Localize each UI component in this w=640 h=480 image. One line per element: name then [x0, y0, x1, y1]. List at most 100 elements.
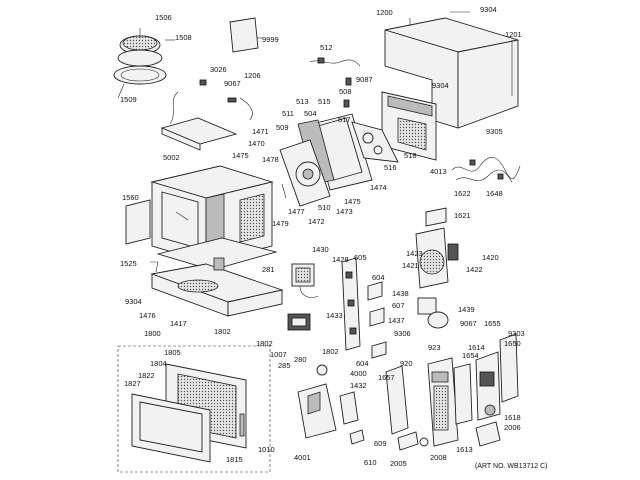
part-number-label: 1432	[350, 381, 367, 390]
part-number-label: 510	[318, 203, 331, 212]
door-frame-parts	[297, 113, 399, 191]
part-number-label: 504	[304, 109, 317, 118]
vertical-bracket-605	[341, 257, 387, 359]
part-number-label: 609	[374, 439, 387, 448]
part-number-label: 280	[294, 355, 307, 364]
part-number-label: 9306	[394, 329, 411, 338]
part-number-label: 3026	[210, 65, 227, 74]
part-number-label: 1618	[504, 413, 521, 422]
part-number-label: 517	[338, 115, 351, 124]
part-number-label: 1201	[505, 30, 522, 39]
part-number-label: 1479	[272, 219, 289, 228]
part-number-label: 9303	[508, 329, 525, 338]
transformer	[291, 263, 319, 298]
magnetron	[415, 207, 459, 289]
part-number-label: 1621	[454, 211, 471, 220]
part-number-label: 1815	[226, 455, 243, 464]
part-number-label: 1422	[466, 265, 483, 274]
turntable-assembly	[113, 28, 175, 99]
part-number-label: 9087	[356, 75, 373, 84]
part-number-label: 605	[354, 253, 367, 262]
part-number-label: 1200	[376, 8, 393, 17]
part-number-label: 1802	[256, 339, 273, 348]
part-number-label: 1438	[392, 289, 409, 298]
wire-harness-512	[309, 57, 361, 108]
part-number-label: 610	[364, 458, 377, 467]
part-number-label: 9304	[480, 5, 497, 14]
part-number-label: 1477	[288, 207, 305, 216]
part-number-label: 1473	[336, 207, 353, 216]
part-number-label: 1433	[326, 311, 343, 320]
part-number-label: 1650	[504, 339, 521, 348]
part-number-label: 1802	[214, 327, 231, 336]
part-number-label: 1423	[406, 249, 423, 258]
part-number-label: 1655	[484, 319, 501, 328]
part-number-label: 1474	[370, 183, 387, 192]
part-number-label: 511	[282, 109, 294, 118]
part-number-label: 9305	[486, 127, 503, 136]
part-number-label: 4001	[294, 453, 311, 462]
door-assembly-box	[117, 345, 271, 473]
part-number-label: 509	[276, 123, 289, 132]
wire-bundle-1648	[451, 157, 521, 183]
part-number-label: 1827	[124, 379, 141, 388]
part-number-label: 508	[339, 87, 352, 96]
control-box-4000	[297, 364, 365, 445]
part-number-label: 9067	[224, 79, 241, 88]
part-number-label: 1800	[144, 329, 161, 338]
fan-motor-1439	[417, 297, 449, 329]
rear-panel	[381, 91, 437, 161]
part-number-label: 1475	[344, 197, 361, 206]
part-number-label: 1428	[332, 255, 349, 264]
part-number-label: 1476	[139, 311, 156, 320]
art-number: (ART NO. WB13712 C)	[475, 463, 548, 470]
part-number-label: 1478	[262, 155, 279, 164]
part-number-label: 1007	[270, 350, 287, 359]
part-number-label: 1613	[456, 445, 473, 454]
part-number-label: 1430	[312, 245, 329, 254]
part-number-label: 607	[392, 301, 405, 310]
part-number-label: 515	[318, 97, 331, 106]
label-sheet-9999	[229, 17, 263, 53]
part-number-label: 9067	[460, 319, 477, 328]
oven-cavity-chassis	[150, 165, 278, 271]
outer-case	[384, 11, 519, 129]
part-number-label: 1417	[170, 319, 187, 328]
part-number-label: 1525	[120, 259, 137, 268]
part-number-label: 1475	[232, 151, 249, 160]
part-number-label: 604	[372, 273, 385, 282]
part-number-label: 281	[262, 265, 275, 274]
part-number-label: 1622	[454, 189, 471, 198]
part-number-label: 516	[384, 163, 397, 172]
part-number-label: 1802	[322, 347, 339, 356]
part-number-label: 1437	[388, 316, 405, 325]
part-number-label: 920	[400, 359, 413, 368]
part-number-label: 1822	[138, 371, 155, 380]
part-number-label: 2006	[504, 423, 521, 432]
part-number-label: 4013	[430, 167, 447, 176]
part-number-label: 1206	[244, 71, 261, 80]
control-panel-frame	[385, 357, 473, 447]
part-number-label: 1648	[486, 189, 503, 198]
part-number-label: 1508	[175, 33, 192, 42]
part-number-label: 1805	[164, 348, 181, 357]
part-number-label: 1420	[482, 253, 499, 262]
part-number-label: 1471	[252, 127, 269, 136]
fan-motor-bracket	[279, 139, 331, 207]
knob-parts	[397, 431, 429, 451]
part-number-label: 604	[356, 359, 369, 368]
part-number-label: 513	[296, 97, 309, 106]
part-number-label: 1654	[462, 351, 479, 360]
top-plate-5002	[160, 79, 253, 151]
part-number-label: 1421	[402, 261, 419, 270]
part-number-label: 1439	[458, 305, 475, 314]
part-number-label: 9999	[262, 35, 279, 44]
base-plate	[150, 257, 284, 317]
part-number-label: 1509	[120, 95, 137, 104]
part-number-label: 2008	[430, 453, 447, 462]
part-number-label: 1614	[468, 343, 485, 352]
part-number-label: 512	[320, 43, 333, 52]
part-number-label: 2005	[390, 459, 407, 468]
